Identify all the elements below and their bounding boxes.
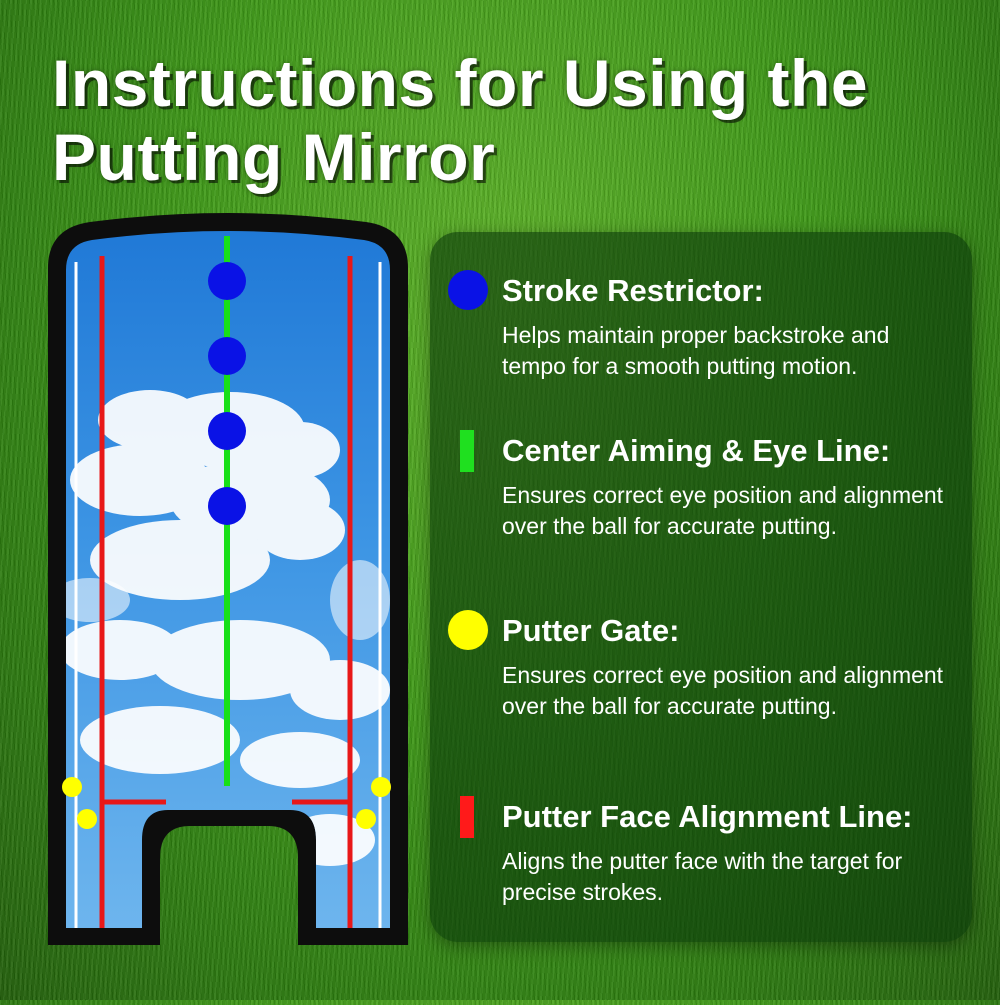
red-line-icon bbox=[460, 796, 474, 838]
feature-heading: Putter Gate: bbox=[502, 613, 680, 648]
putter-gate-dots bbox=[62, 777, 391, 829]
feature-description: Aligns the putter face with the target f… bbox=[502, 848, 903, 905]
feature-heading: Center Aiming & Eye Line: bbox=[502, 433, 891, 468]
feature-description: Helps maintain proper backstroke and tem… bbox=[502, 322, 890, 379]
green-line-icon bbox=[460, 430, 474, 472]
page-title: Instructions for Using the Putting Mirro… bbox=[52, 46, 972, 194]
instructions-panel: Stroke Restrictor: Helps maintain proper… bbox=[430, 232, 972, 942]
title-line-2: Putting Mirror bbox=[52, 120, 496, 194]
putter-face-alignment-lines bbox=[99, 256, 353, 928]
feature-description: Ensures correct eye position and alignme… bbox=[502, 482, 944, 539]
title-line-1: Instructions for Using the bbox=[52, 46, 869, 120]
stroke-restrictor-dots bbox=[208, 262, 246, 525]
feature-description: Ensures correct eye position and alignme… bbox=[502, 662, 944, 719]
blue-dot-icon bbox=[448, 270, 488, 310]
yellow-dot-icon bbox=[448, 610, 488, 650]
feature-heading: Putter Face Alignment Line: bbox=[502, 799, 913, 834]
feature-heading: Stroke Restrictor: bbox=[502, 273, 764, 308]
